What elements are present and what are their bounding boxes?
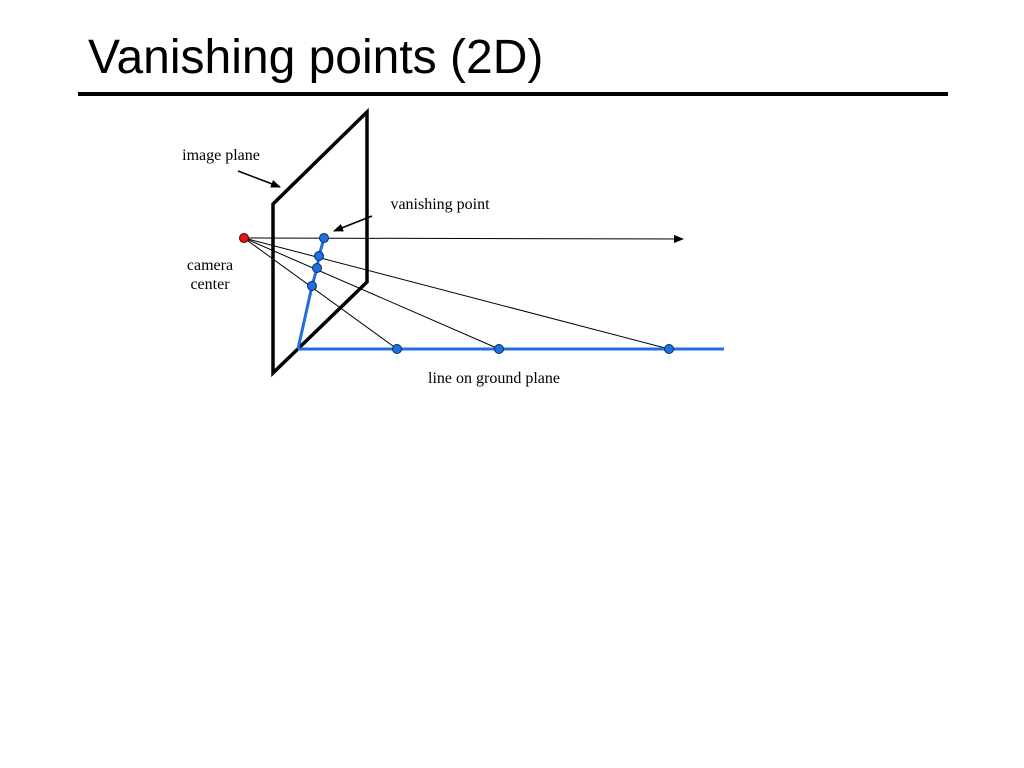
camera-center-label-line2: center: [190, 276, 230, 293]
ground-point-near: [392, 344, 402, 354]
vanishing-point-dot: [319, 233, 329, 243]
title-divider: [78, 92, 948, 96]
ground-point-far: [664, 344, 674, 354]
ground-point-middle: [494, 344, 504, 354]
projection-ray-vanishing: [243, 234, 684, 243]
vanishing-point-pointer-arrow: [333, 215, 373, 232]
projection-ray-far: [243, 237, 670, 350]
slide-title: Vanishing points (2D): [88, 31, 544, 84]
camera-center-label-line1: camera: [187, 257, 233, 274]
projection-ray-middle: [243, 237, 500, 350]
image-plane-label: image plane: [182, 147, 260, 164]
image-point-near: [307, 281, 317, 291]
ground-line-label: line on ground plane: [428, 370, 560, 387]
image-plane-pointer-arrow: [237, 170, 281, 188]
camera-center-dot: [239, 233, 249, 243]
image-point-far: [314, 251, 324, 261]
image-point-middle: [312, 263, 322, 273]
image-plane-outline: [271, 107, 369, 378]
projection-ray-near: [243, 237, 398, 350]
vanishing-point-label: vanishing point: [390, 196, 490, 213]
